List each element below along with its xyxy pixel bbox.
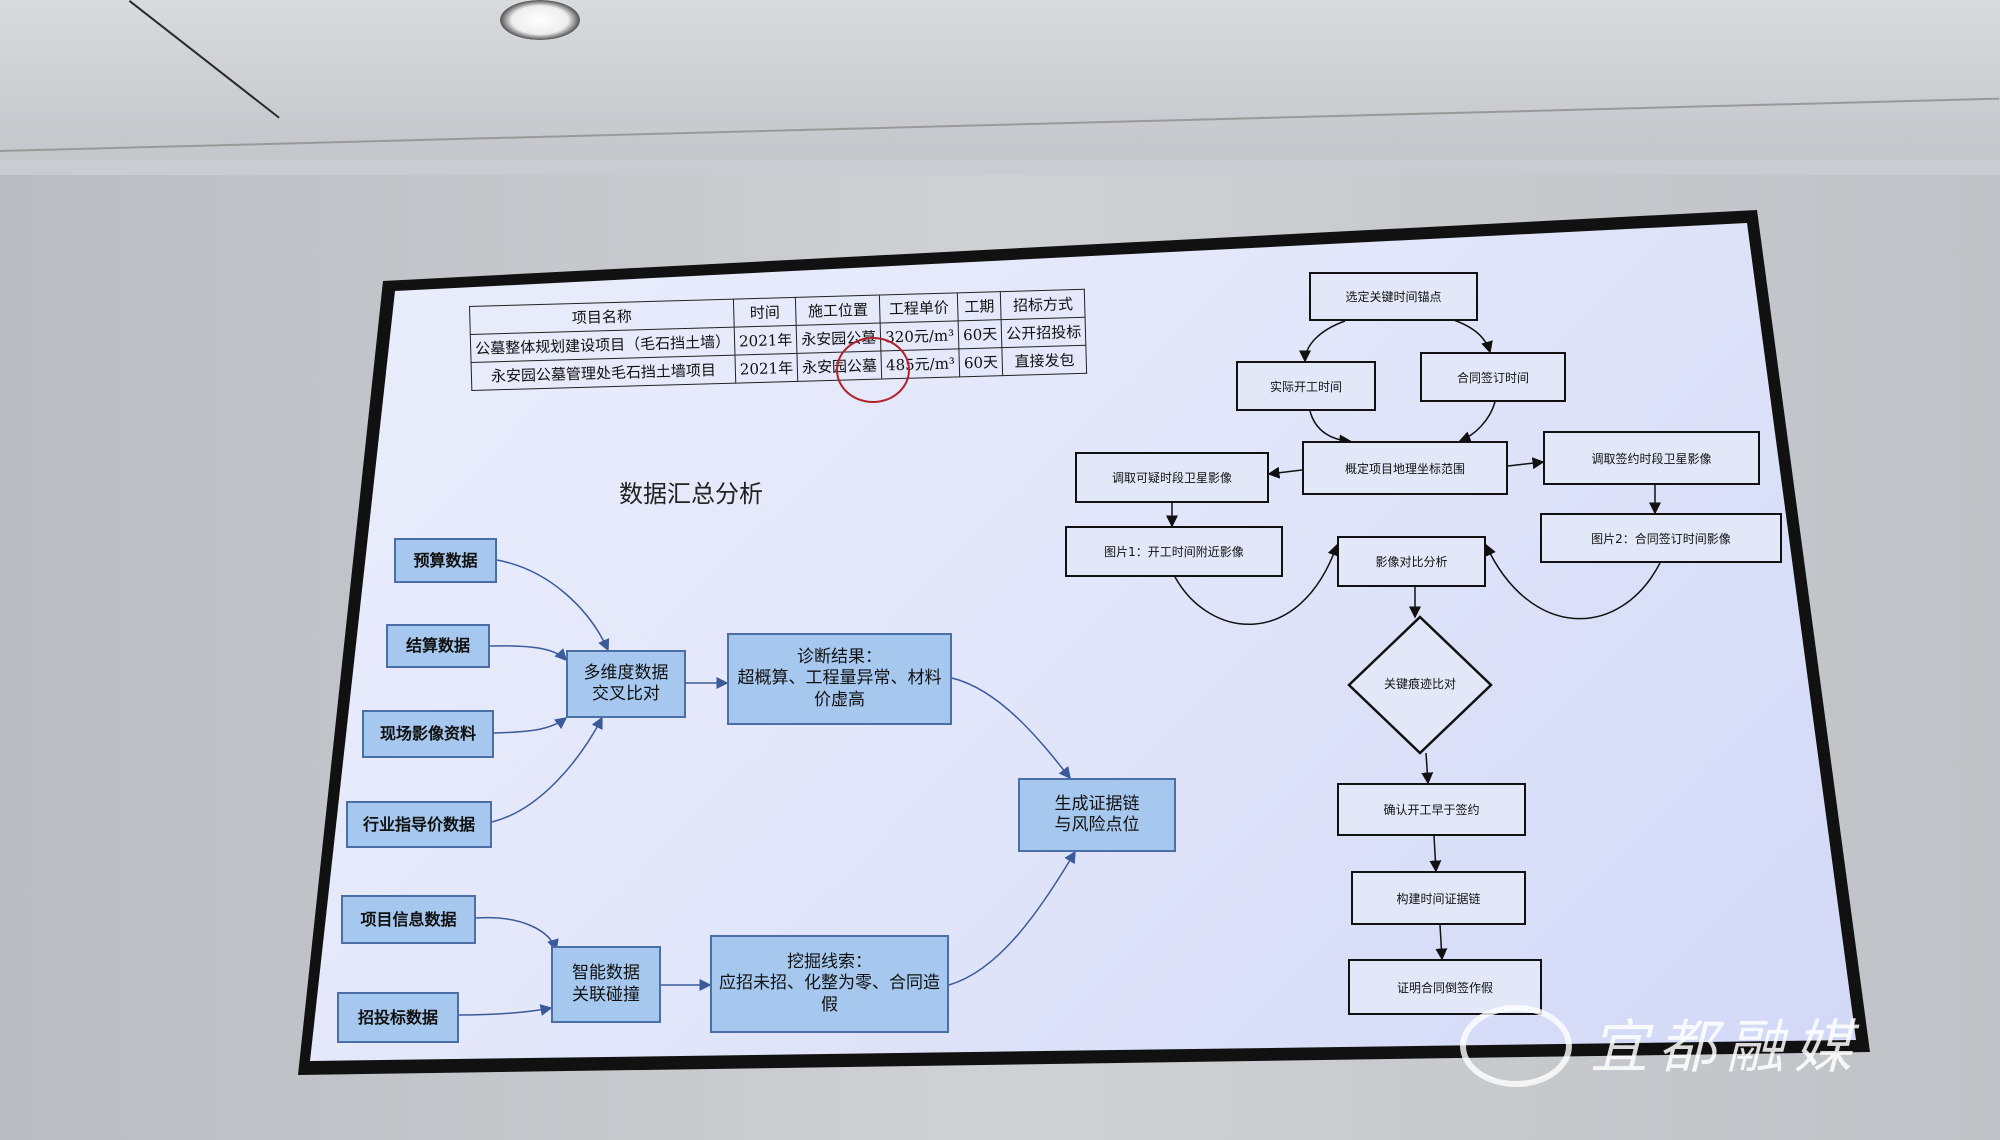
watermark-logo xyxy=(1460,1005,1572,1087)
diagnosis-box: 诊断结果： 超概算、工程量异常、材料价虚高 xyxy=(727,633,952,725)
flow-build-chain: 构建时间证据链 xyxy=(1351,871,1526,925)
flow-picture-2: 图片2：合同签订时间影像 xyxy=(1540,513,1782,563)
flow-sign-time: 合同签订时间 xyxy=(1420,352,1566,402)
flow-image-compare: 影像对比分析 xyxy=(1337,536,1486,587)
flow-geo-range: 概定项目地理坐标范围 xyxy=(1302,441,1508,495)
flow-picture-1: 图片1：开工时间附近影像 xyxy=(1065,526,1283,577)
source-settlement: 结算数据 xyxy=(386,624,490,668)
watermark-text: 宜都融媒 xyxy=(1590,1013,1863,1081)
price-highlight-circle xyxy=(836,337,910,403)
source-bidding: 招投标数据 xyxy=(337,992,459,1043)
flow-suspect-imagery: 调取可疑时段卫星影像 xyxy=(1075,452,1269,503)
flow-sign-imagery: 调取签约时段卫星影像 xyxy=(1543,431,1760,485)
source-site-images: 现场影像资料 xyxy=(362,710,494,758)
decision-diamond xyxy=(1347,615,1493,755)
collision-box: 智能数据 关联碰撞 xyxy=(551,946,661,1023)
section-title: 数据汇总分析 xyxy=(619,480,763,508)
ceiling xyxy=(0,0,2000,160)
clues-box: 挖掘线索： 应招未招、化整为零、合同造假 xyxy=(710,935,949,1033)
evidence-chain-box: 生成证据链 与风险点位 xyxy=(1018,778,1176,852)
ceiling-lamp xyxy=(500,0,580,40)
flow-anchor: 选定关键时间锚点 xyxy=(1309,272,1478,321)
source-budget: 预算数据 xyxy=(394,538,497,583)
source-industry-price: 行业指导价数据 xyxy=(346,801,492,848)
flow-confirm: 确认开工早于签约 xyxy=(1337,783,1526,836)
source-project-info: 项目信息数据 xyxy=(341,895,476,944)
cross-compare-box: 多维度数据 交叉比对 xyxy=(566,650,686,718)
flow-decision-label: 关键痕迹比对 xyxy=(1383,677,1456,691)
flow-start-time: 实际开工时间 xyxy=(1236,361,1376,411)
